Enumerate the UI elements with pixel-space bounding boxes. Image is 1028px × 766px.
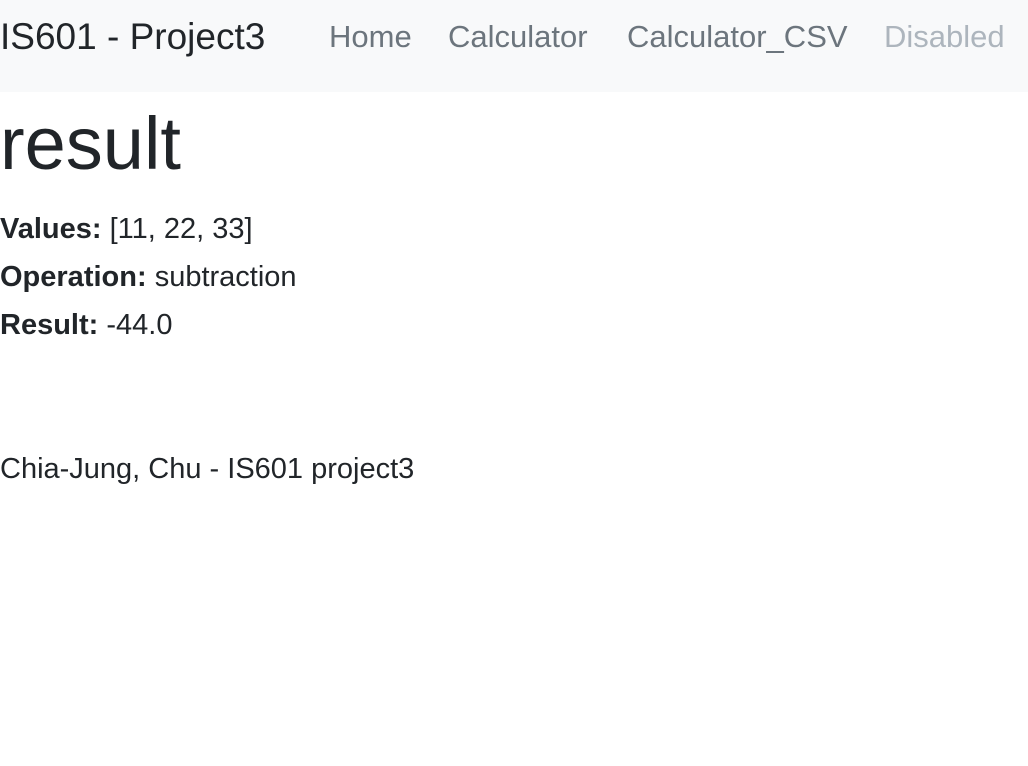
operation-label: Operation: [0,261,147,293]
nav-link-home[interactable]: Home [329,19,412,54]
operation-value: subtraction [154,261,297,293]
nav-link-calculator[interactable]: Calculator [448,19,588,54]
operation-line: Operation: subtraction [0,259,297,295]
result-label: Result: [0,309,99,341]
values-label: Values: [0,213,102,245]
nav-link-calculator-csv[interactable]: Calculator_CSV [627,19,848,54]
navbar-brand[interactable]: IS601 - Project3 [0,16,266,57]
result-value: -44.0 [106,309,173,341]
values-value: [11, 22, 33] [109,213,253,245]
page-title: result [0,102,181,185]
nav-link-disabled: Disabled [884,19,1005,54]
navbar: IS601 - Project3 Home Calculator Calcula… [0,0,1028,92]
footer-text: Chia-Jung, Chu - IS601 project3 [0,453,415,485]
values-line: Values: [11, 22, 33] [0,211,253,247]
result-line: Result: -44.0 [0,307,172,343]
